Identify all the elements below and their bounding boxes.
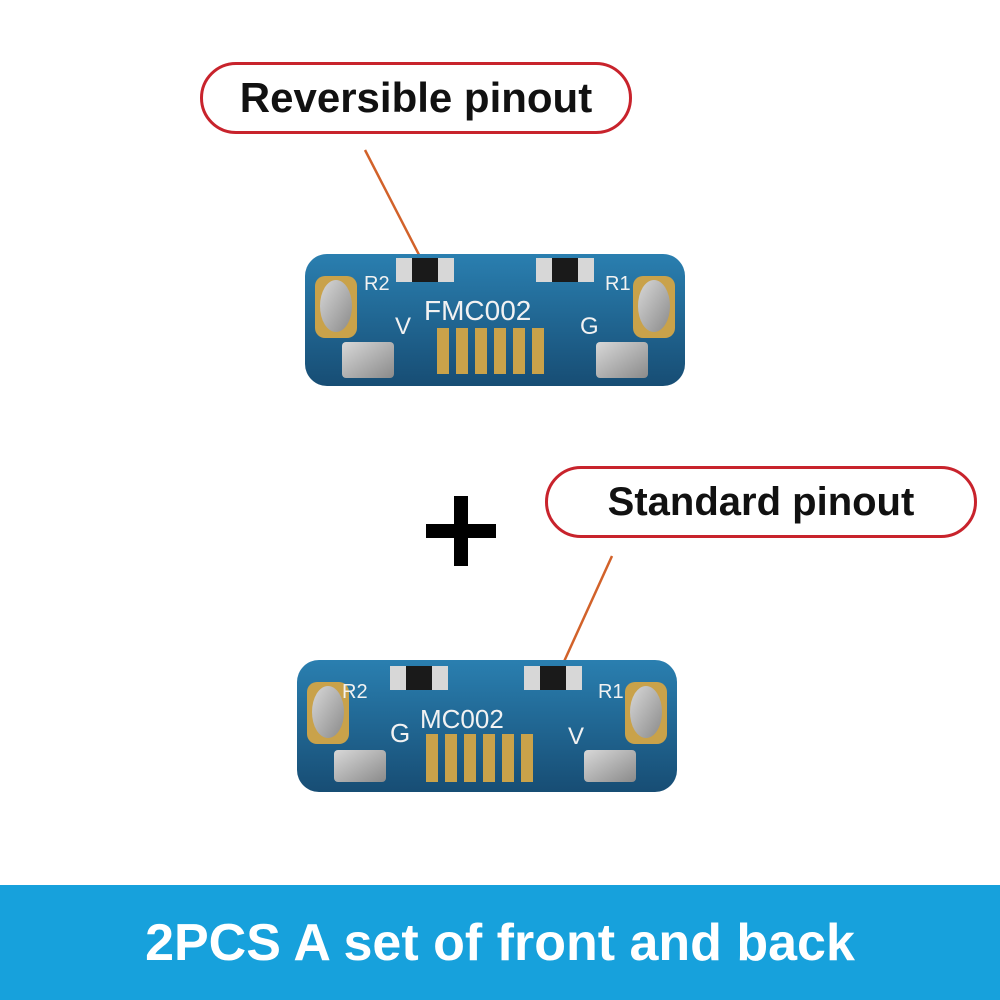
contact-finger bbox=[475, 328, 487, 374]
resistor-r2-body bbox=[406, 666, 432, 690]
silkscreen-r1: R1 bbox=[605, 273, 631, 295]
resistor-r2-body bbox=[412, 258, 438, 282]
standard-pinout-callout: Standard pinout bbox=[545, 466, 977, 538]
solder-blob-right bbox=[638, 280, 670, 332]
pcb-board-standard: R2 R1 G MC002 V bbox=[297, 660, 677, 792]
corner-pad-left bbox=[334, 750, 386, 782]
solder-blob-left bbox=[312, 686, 344, 738]
standard-pinout-label: Standard pinout bbox=[607, 479, 915, 524]
contact-finger bbox=[513, 328, 525, 374]
solder-blob-left bbox=[320, 280, 352, 332]
resistor-r1-body bbox=[552, 258, 578, 282]
resistor-r1-body bbox=[540, 666, 566, 690]
silkscreen-r2: R2 bbox=[364, 273, 390, 295]
silkscreen-model: MC002 bbox=[420, 704, 504, 734]
silkscreen-model: FMC002 bbox=[424, 295, 531, 326]
pcb-board-reversible: R2 R1 V FMC002 G bbox=[305, 254, 685, 386]
silkscreen-pin-left: G bbox=[390, 718, 410, 748]
contact-finger bbox=[494, 328, 506, 374]
silkscreen-pin-right: G bbox=[580, 313, 599, 340]
silkscreen-r2: R2 bbox=[342, 681, 368, 703]
contact-fingers bbox=[426, 734, 533, 782]
contact-finger bbox=[483, 734, 495, 782]
silkscreen-pin-right: V bbox=[568, 723, 584, 750]
reversible-pinout-label: Reversible pinout bbox=[239, 74, 593, 121]
contact-finger bbox=[426, 734, 438, 782]
reversible-pinout-callout: Reversible pinout bbox=[200, 62, 632, 134]
contact-finger bbox=[445, 734, 457, 782]
contact-finger bbox=[502, 734, 514, 782]
solder-blob-right bbox=[630, 686, 662, 738]
plus-icon bbox=[426, 496, 496, 566]
corner-pad-right bbox=[596, 342, 648, 378]
contact-finger bbox=[521, 734, 533, 782]
corner-pad-left bbox=[342, 342, 394, 378]
contact-finger bbox=[437, 328, 449, 374]
contact-fingers bbox=[437, 328, 544, 374]
contact-finger bbox=[456, 328, 468, 374]
silkscreen-r1: R1 bbox=[598, 681, 624, 703]
bottom-banner: 2PCS A set of front and back bbox=[0, 885, 1000, 1000]
banner-text: 2PCS A set of front and back bbox=[145, 913, 855, 972]
silkscreen-pin-left: V bbox=[395, 313, 411, 340]
contact-finger bbox=[532, 328, 544, 374]
corner-pad-right bbox=[584, 750, 636, 782]
pcb-body bbox=[297, 660, 677, 792]
pcb-body bbox=[305, 254, 685, 386]
contact-finger bbox=[464, 734, 476, 782]
